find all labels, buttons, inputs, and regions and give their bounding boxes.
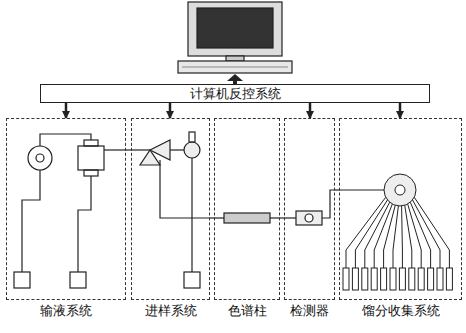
collector-parts (339, 174, 452, 290)
tube-line (401, 206, 403, 268)
control-arrow (169, 103, 172, 118)
computer-icon (178, 2, 292, 73)
box-label: 色谱柱 (215, 302, 279, 320)
test-tube (371, 268, 377, 290)
up-arrow (227, 74, 243, 84)
band-label: 计算机反控系统 (190, 85, 281, 103)
tube-line (413, 200, 440, 268)
control-arrow (65, 103, 68, 118)
test-tube (418, 268, 424, 290)
detector-parts (284, 190, 335, 225)
tube-line (355, 200, 387, 268)
test-tube (437, 268, 443, 290)
test-tube (362, 268, 368, 290)
test-tube (409, 268, 415, 290)
test-tube (352, 268, 358, 290)
test-tube (399, 268, 405, 290)
test-tube (428, 268, 434, 290)
column-parts (214, 213, 280, 223)
test-tube (343, 268, 349, 290)
control-band: 计算机反控系统 (40, 84, 430, 103)
tube-line (346, 197, 386, 268)
test-tube (381, 268, 387, 290)
subsystem-box: 检测器 (284, 118, 335, 300)
control-arrow (399, 103, 402, 118)
tube-line (408, 204, 422, 268)
subsystem-box: 馏分收集系统 (339, 118, 462, 300)
box-label: 检测器 (285, 302, 334, 320)
box-label: 进样系统 (132, 302, 209, 320)
control-arrow (309, 103, 312, 118)
box-label: 输液系统 (7, 302, 125, 320)
pump-parts (14, 134, 126, 288)
subsystem-box: 进样系统 (131, 118, 210, 300)
tube-line (393, 206, 398, 268)
tube-line (384, 205, 396, 268)
tube-line (410, 202, 430, 268)
box-label: 馏分收集系统 (340, 302, 461, 320)
tube-line (414, 197, 449, 268)
injector-parts (131, 132, 210, 288)
test-tube (446, 268, 452, 290)
subsystem-box: 色谱柱 (214, 118, 280, 300)
tube-line (365, 202, 390, 268)
test-tube (390, 268, 396, 290)
subsystem-box: 输液系统 (6, 118, 126, 300)
